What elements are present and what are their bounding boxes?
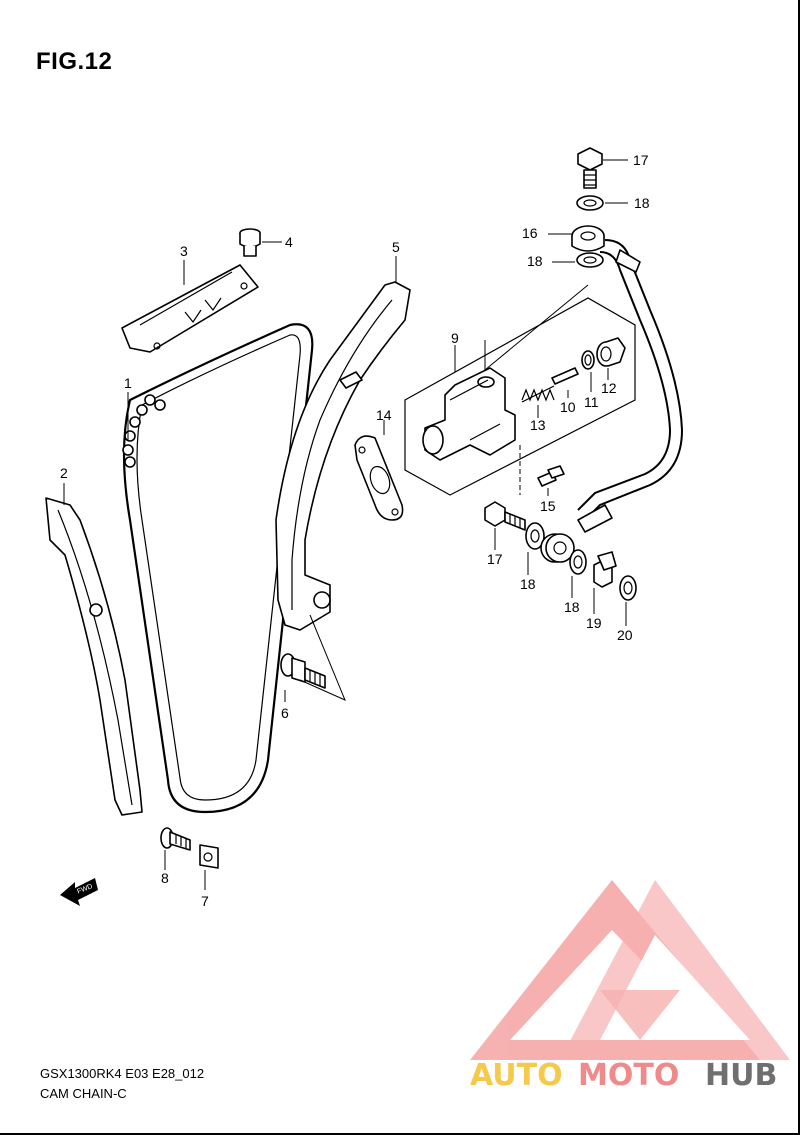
- part-6-pivot-bolt: [280, 653, 326, 689]
- part-3-chain-guide-plate: [121, 264, 259, 353]
- leader-lines: [63, 159, 628, 890]
- part-9-tensioner-assembly: [404, 297, 636, 496]
- model-code: GSX1300RK4 E03 E28_012: [40, 1066, 205, 1081]
- part-19-union-bolt: [593, 551, 617, 588]
- part-18-washer-bottom-1: [525, 522, 545, 550]
- part-7-washer: [199, 844, 219, 869]
- section-name: CAM CHAIN-C: [40, 1086, 127, 1101]
- part-10-push-rod: [551, 367, 579, 385]
- automotohub-triangle-logo: [470, 880, 790, 1060]
- part-18-washer-top-1: [576, 195, 604, 211]
- part-20-washer: [619, 575, 637, 601]
- callout-14: 14: [376, 407, 392, 423]
- part-5-chain-guide: [275, 281, 411, 631]
- callout-7: 7: [201, 893, 209, 909]
- callout-17-top: 17: [633, 152, 649, 168]
- part-17-banjo-bolt-bottom: [484, 501, 526, 531]
- callout-6: 6: [281, 705, 289, 721]
- watermark-word-hub: HUB: [705, 1058, 777, 1093]
- callout-13: 13: [530, 417, 546, 433]
- callout-17-bottom: 17: [487, 551, 503, 567]
- part-17-banjo-bolt-top: [577, 147, 603, 189]
- callout-15: 15: [540, 498, 556, 514]
- part-8-bolt: [160, 827, 191, 851]
- callout-18-top-1: 18: [634, 195, 650, 211]
- watermark-word-moto: MOTO: [578, 1058, 679, 1093]
- callout-1: 1: [124, 375, 132, 391]
- part-2-chain-tensioner-guide: [45, 497, 143, 816]
- callout-11: 11: [584, 394, 599, 410]
- callout-20: 20: [617, 627, 633, 643]
- part-18-washer-bottom-2: [569, 549, 587, 575]
- part-18-washer-top-2: [576, 252, 604, 268]
- callout-16: 16: [522, 225, 538, 241]
- fwd-arrow-icon: [60, 878, 98, 906]
- callout-18-bottom-2: 18: [564, 599, 580, 615]
- oil-hose: [577, 239, 684, 533]
- callout-10: 10: [560, 399, 576, 415]
- part-4-bolt: [239, 228, 261, 257]
- part-13-spring: [521, 385, 555, 403]
- callout-19: 19: [586, 615, 602, 631]
- callout-9: 9: [451, 330, 459, 346]
- callout-5: 5: [392, 239, 400, 255]
- part-1-cam-chain: [122, 323, 314, 814]
- part-14-gasket: [354, 435, 404, 521]
- hose-union-bottom: [540, 533, 575, 563]
- figure-title: FIG.12: [36, 48, 113, 75]
- part-15-bolt: [537, 465, 565, 487]
- part-12-plug: [596, 337, 626, 367]
- callout-4: 4: [285, 234, 293, 250]
- part-11-washer: [581, 350, 595, 370]
- watermark-word-auto: AUTO: [470, 1058, 563, 1093]
- callout-12: 12: [601, 380, 617, 396]
- callout-18-top-2: 18: [527, 253, 543, 269]
- callout-18-bottom-1: 18: [520, 576, 536, 592]
- part-16-union: [571, 225, 605, 252]
- callout-8: 8: [161, 870, 169, 886]
- callout-2: 2: [60, 465, 68, 481]
- callout-3: 3: [180, 243, 188, 259]
